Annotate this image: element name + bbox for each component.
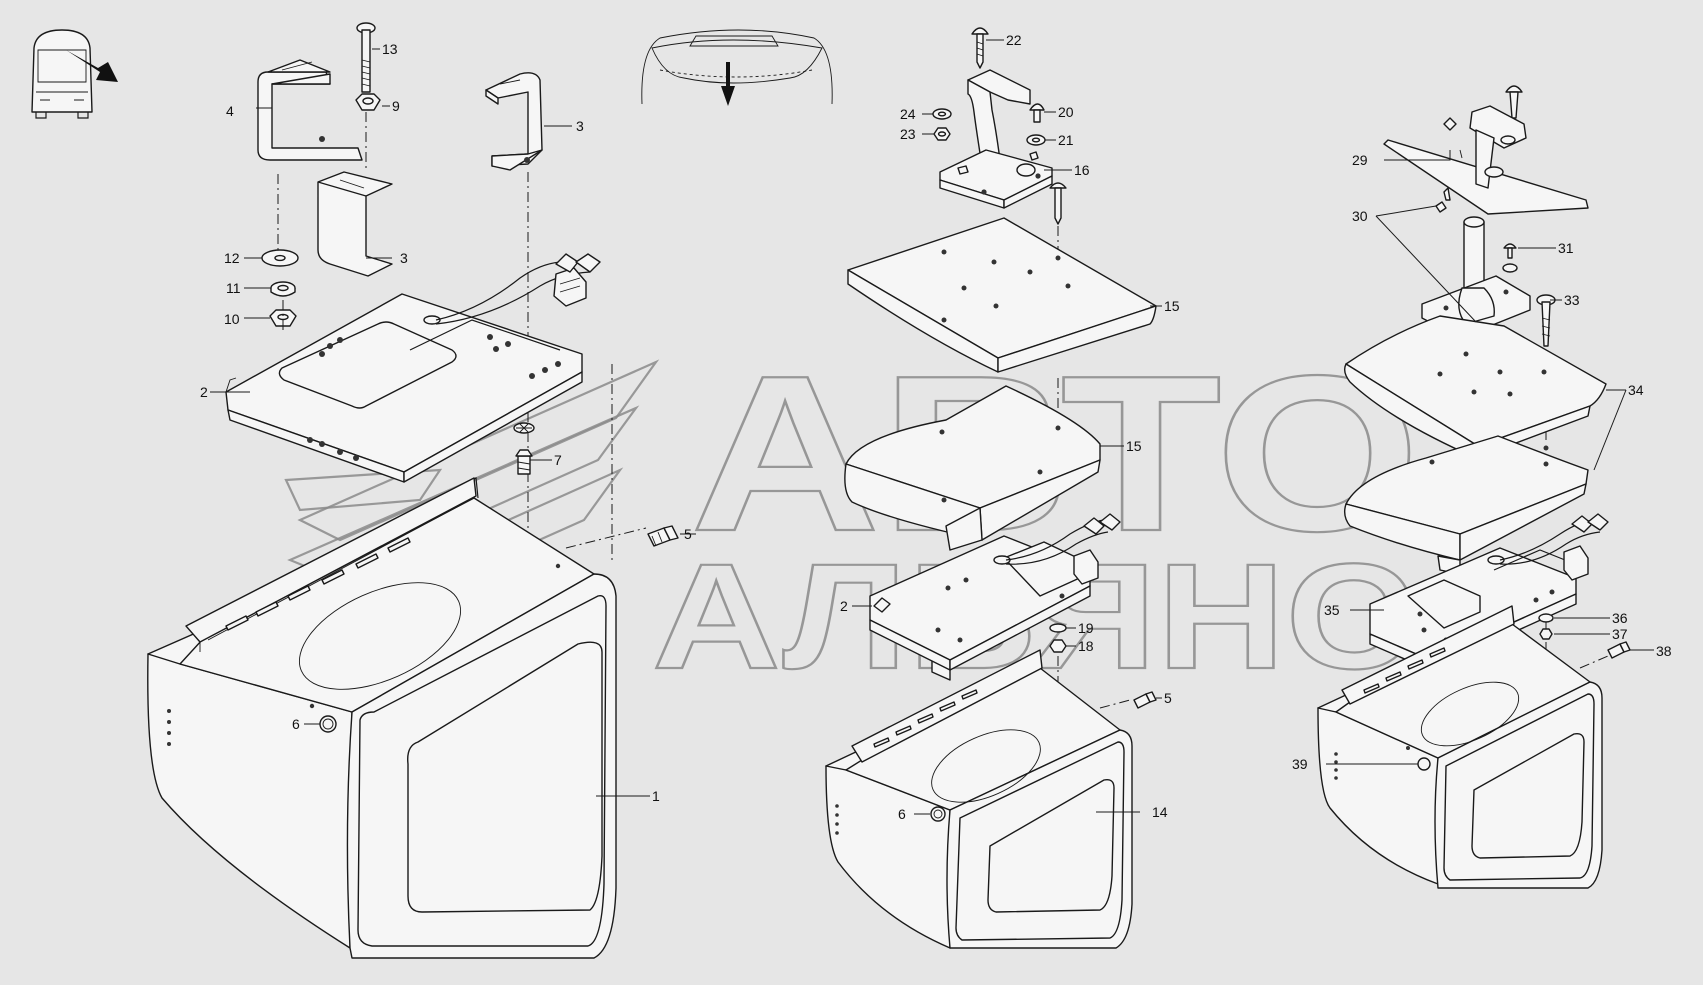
vent-slots	[1363, 647, 1446, 694]
monitor-1	[147, 477, 617, 959]
callout-23: 23	[900, 126, 916, 142]
mounting-plate-2-middle	[869, 513, 1121, 681]
right-monitor-assembly	[1317, 85, 1631, 889]
callout-3-upper: 3	[576, 118, 584, 134]
ceiling-panel-15-lower	[844, 385, 1101, 551]
callout-30: 30	[1352, 208, 1368, 224]
ceiling-panel-34-upper	[1343, 315, 1607, 459]
callout-16: 16	[1074, 162, 1090, 178]
callout-39: 39	[1292, 756, 1308, 772]
bolt-13	[356, 22, 376, 93]
monitor-39	[1317, 605, 1603, 889]
callout-11: 11	[226, 280, 241, 296]
view-direction-icon	[641, 29, 833, 106]
nut-37	[1539, 628, 1553, 640]
washer-21	[1026, 134, 1046, 146]
callout-6-middle: 6	[898, 806, 906, 822]
screw-22	[971, 27, 989, 69]
screw-panel	[1049, 182, 1067, 225]
callout-6-left: 6	[292, 716, 300, 732]
bracket-4	[257, 59, 363, 161]
bracket-3-upper	[485, 72, 543, 171]
ceiling-panel-15-upper	[847, 217, 1157, 373]
callout-15-upper: 15	[1164, 298, 1180, 314]
callout-22: 22	[1006, 32, 1022, 48]
callout-33: 33	[1564, 292, 1580, 308]
screws-30	[1435, 187, 1451, 213]
screw-5-middle	[1133, 691, 1157, 709]
callout-15-lower: 15	[1126, 438, 1142, 454]
bracket-3-lower	[317, 171, 393, 277]
callout-4: 4	[226, 103, 234, 119]
washer-36	[1538, 613, 1554, 623]
callout-18: 18	[1078, 638, 1094, 654]
nut-9	[355, 93, 381, 111]
left-monitor-assembly	[147, 22, 679, 959]
callout-19: 19	[1078, 620, 1094, 636]
callout-2-middle: 2	[840, 598, 848, 614]
callout-29: 29	[1352, 152, 1368, 168]
knob-39	[1417, 757, 1431, 771]
screw-5-left	[647, 525, 679, 547]
ceiling-panel-34-lower	[1343, 435, 1589, 575]
knob-6-middle	[930, 806, 946, 822]
callout-35: 35	[1324, 602, 1340, 618]
nut-18	[1049, 639, 1067, 653]
vent-slots	[225, 537, 411, 631]
callout-3-lower: 3	[400, 250, 408, 266]
washer-12	[261, 249, 299, 267]
leader-lines	[210, 39, 1654, 815]
mounting-plate-2-left	[225, 253, 601, 483]
callout-9: 9	[392, 98, 400, 114]
callout-31: 31	[1558, 240, 1574, 256]
monitor-14	[825, 649, 1133, 949]
washer-11	[270, 281, 296, 297]
callout-38: 38	[1656, 643, 1672, 659]
callout-2-left: 2	[200, 384, 208, 400]
washer-19	[1049, 623, 1067, 633]
callout-1: 1	[652, 788, 660, 804]
lock-washer	[513, 422, 535, 434]
washer-24	[932, 108, 952, 120]
callout-10: 10	[224, 311, 240, 327]
vent-slots	[873, 689, 978, 748]
callout-7: 7	[554, 452, 562, 468]
callout-36: 36	[1612, 610, 1628, 626]
callout-12: 12	[224, 250, 240, 266]
callout-labels: 13 9 4 3 3 12 11 10 2 7 5 6 1 22 24 23 2…	[200, 32, 1672, 822]
screw-7	[515, 449, 533, 475]
callout-13: 13	[382, 41, 398, 57]
bolt-20	[1029, 103, 1045, 123]
bolt-top-right	[1505, 85, 1523, 119]
callout-5-left: 5	[684, 526, 692, 542]
callout-37: 37	[1612, 626, 1628, 642]
bracket-16	[939, 69, 1053, 209]
callout-20: 20	[1058, 104, 1074, 120]
knob-6-left	[319, 715, 337, 733]
callout-14: 14	[1152, 804, 1168, 820]
callout-21: 21	[1058, 132, 1074, 148]
bus-location-icon	[31, 29, 118, 119]
callout-34: 34	[1628, 382, 1644, 398]
screw-31	[1502, 243, 1518, 273]
callout-24: 24	[900, 106, 916, 122]
bracket-plate-29	[1383, 105, 1589, 215]
middle-monitor-assembly	[825, 27, 1157, 949]
nut-23	[933, 127, 951, 141]
screw-33	[1536, 294, 1556, 347]
nut-10	[269, 309, 297, 327]
callout-5-middle: 5	[1164, 690, 1172, 706]
screw-38	[1607, 641, 1631, 659]
